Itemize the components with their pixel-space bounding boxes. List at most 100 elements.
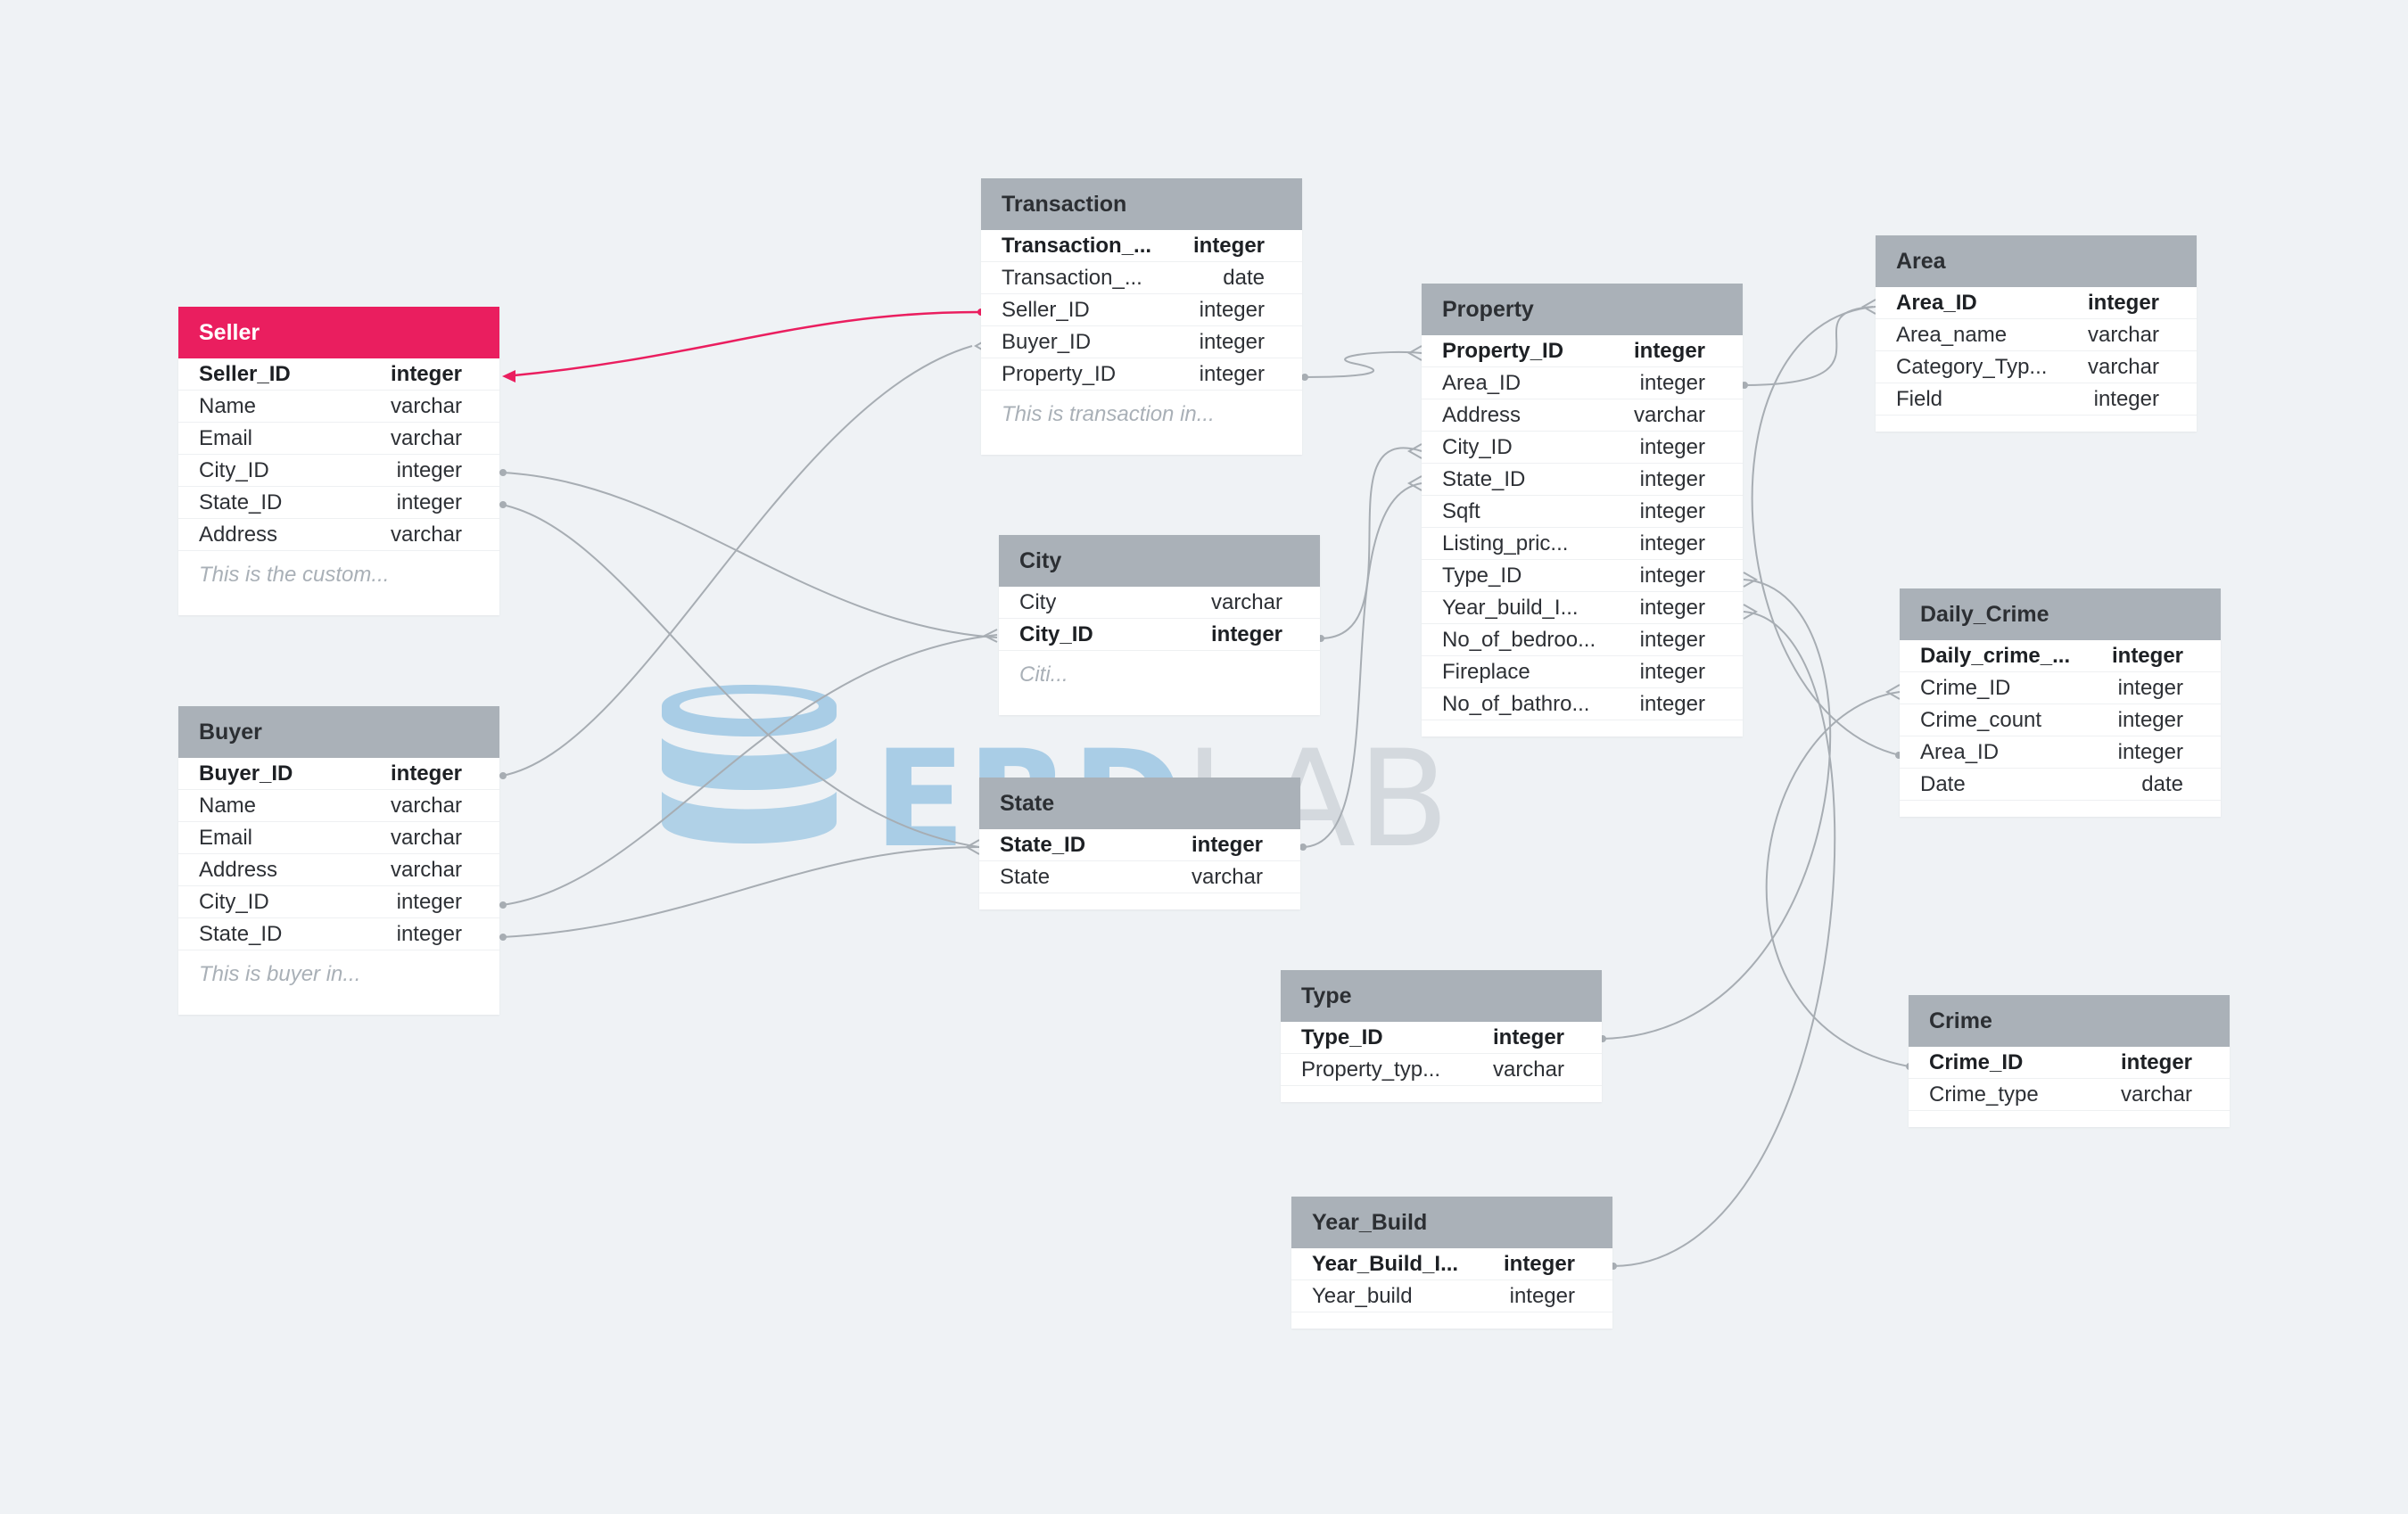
field-type: integer xyxy=(396,490,462,514)
field-type: integer xyxy=(1639,659,1705,684)
field-row[interactable]: Transaction_...date xyxy=(981,262,1302,294)
field-type: varchar xyxy=(390,825,462,850)
field-row[interactable]: Property_typ...varchar xyxy=(1281,1054,1602,1086)
table-title-buyer[interactable]: Buyer xyxy=(178,706,499,758)
field-type: integer xyxy=(1639,595,1705,620)
field-name: City_ID xyxy=(1442,434,1513,459)
field-row[interactable]: Category_Typ...varchar xyxy=(1876,351,2197,383)
table-daily-crime[interactable]: Daily_Crime Daily_crime_...integer Crime… xyxy=(1900,588,2221,817)
field-row[interactable]: No_of_bathro...integer xyxy=(1422,688,1743,720)
relation-seller-transaction[interactable] xyxy=(505,310,980,378)
field-name: Email xyxy=(199,825,253,850)
field-row[interactable]: Transaction_...integer xyxy=(981,230,1302,262)
field-row[interactable]: Daily_crime_...integer xyxy=(1900,640,2221,672)
field-type: integer xyxy=(2093,386,2159,411)
field-name: Buyer_ID xyxy=(199,761,293,786)
field-name: No_of_bedroo... xyxy=(1442,627,1596,652)
field-type: integer xyxy=(1199,361,1265,386)
table-title-crime[interactable]: Crime xyxy=(1909,995,2230,1047)
table-title-city[interactable]: City xyxy=(999,535,1320,587)
field-row[interactable]: Email varchar xyxy=(178,822,499,854)
table-title-transaction[interactable]: Transaction xyxy=(981,178,1302,230)
relation-property-transaction[interactable] xyxy=(1303,350,1423,378)
field-name: Property_ID xyxy=(1442,338,1564,363)
table-title-daily-crime[interactable]: Daily_Crime xyxy=(1900,588,2221,640)
table-title-year-build[interactable]: Year_Build xyxy=(1291,1197,1612,1248)
field-type: integer xyxy=(1210,621,1282,646)
field-row[interactable]: No_of_bedroo...integer xyxy=(1422,624,1743,656)
table-type[interactable]: Type Type_ID integer Property_typ...varch… xyxy=(1281,970,1602,1102)
field-type: integer xyxy=(390,361,462,386)
relation-city-property[interactable] xyxy=(1319,447,1423,639)
table-title-type[interactable]: Type xyxy=(1281,970,1602,1022)
field-name: Type_ID xyxy=(1442,563,1522,588)
field-row[interactable]: Listing_pric...integer xyxy=(1422,528,1743,560)
table-year-build[interactable]: Year_Build Year_Build_I...integer Year_b… xyxy=(1291,1197,1612,1329)
table-title-area[interactable]: Area xyxy=(1876,235,2197,287)
field-name: Year_Build_I... xyxy=(1312,1251,1459,1276)
relation-property-area[interactable] xyxy=(1743,306,1874,386)
field-row[interactable]: Year_build_I...integer xyxy=(1422,592,1743,624)
field-type: integer xyxy=(1639,498,1705,523)
field-row[interactable]: Type_ID integer xyxy=(1281,1022,1602,1054)
relation-seller-city[interactable] xyxy=(501,472,998,638)
table-title-state[interactable]: State xyxy=(979,778,1300,829)
field-name: Crime_count xyxy=(1920,707,2042,732)
field-type: integer xyxy=(1492,1024,1564,1049)
field-type: integer xyxy=(1639,370,1705,395)
field-type: integer xyxy=(1192,233,1265,258)
relation-crime-dailycrime[interactable] xyxy=(1765,691,1909,1067)
field-name: State xyxy=(1000,864,1051,889)
field-row[interactable]: Year_Build_I...integer xyxy=(1291,1248,1612,1280)
field-name: Type_ID xyxy=(1301,1024,1383,1049)
table-title-seller[interactable]: Seller xyxy=(178,307,499,358)
table-transaction[interactable]: Transaction Transaction_...integer Trans… xyxy=(981,178,1302,455)
field-type: integer xyxy=(1199,329,1265,354)
table-title-property[interactable]: Property xyxy=(1422,284,1743,335)
